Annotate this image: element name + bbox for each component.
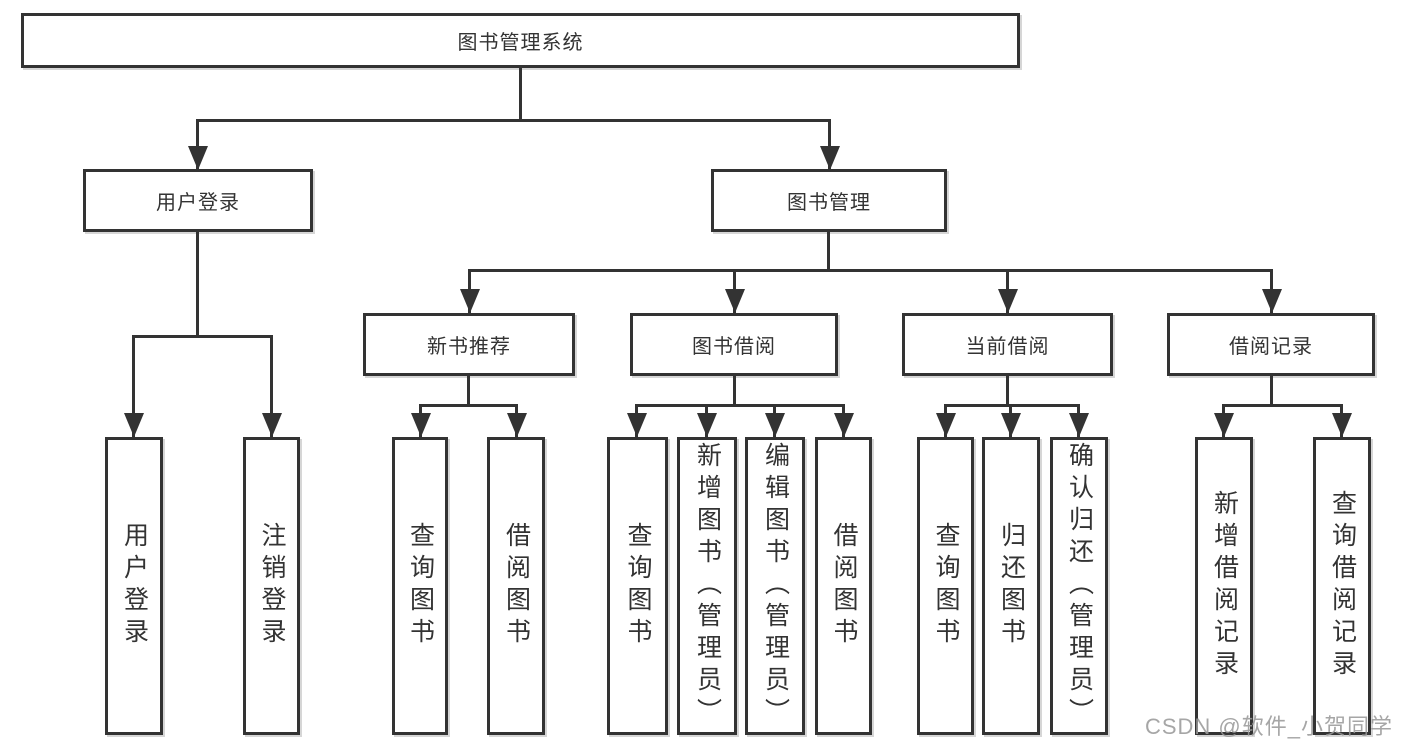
leaf-borrowing-add-book-admin: 新增图书（管理员） xyxy=(677,437,737,735)
connector-recommend-stem xyxy=(467,376,470,405)
connector-root-stem xyxy=(519,68,522,121)
leaf-borrowing-borrow-books: 借阅图书 xyxy=(815,437,872,735)
leaf-current-return-books: 归还图书 xyxy=(982,437,1040,735)
arrow-to-borrowing-records xyxy=(1270,269,1273,313)
connector-level2-bar xyxy=(196,119,830,122)
leaf-current-confirm-return-admin: 确认归还（管理员） xyxy=(1050,437,1108,735)
arrow-to-new-book-recommend xyxy=(468,269,471,313)
connector-login-bar xyxy=(132,335,273,338)
leaf-recommend-query-books: 查询图书 xyxy=(392,437,448,735)
connector-borrowing-bar xyxy=(636,404,845,407)
connector-current-bar xyxy=(945,404,1080,407)
node-book-management: 图书管理 xyxy=(711,169,947,232)
arrow-current-child-3 xyxy=(1077,404,1080,437)
arrow-to-leaf-user-login xyxy=(132,335,135,437)
leaf-current-query-books: 查询图书 xyxy=(917,437,974,735)
arrow-to-leaf-logout xyxy=(270,335,273,437)
connector-borrowing-stem xyxy=(733,376,736,405)
arrow-to-user-login xyxy=(196,119,199,170)
arrow-records-child-1 xyxy=(1222,404,1225,437)
node-user-login: 用户登录 xyxy=(83,169,313,232)
connector-recommend-bar xyxy=(419,404,517,407)
arrow-recommend-child-1 xyxy=(419,404,422,437)
node-current-borrowing: 当前借阅 xyxy=(902,313,1113,376)
arrow-current-child-2 xyxy=(1009,404,1012,437)
leaf-borrowing-edit-book-admin: 编辑图书（管理员） xyxy=(745,437,805,735)
node-new-book-recommend: 新书推荐 xyxy=(363,313,575,376)
leaf-recommend-borrow-books: 借阅图书 xyxy=(487,437,545,735)
csdn-watermark: CSDN @软件_小贺同学 xyxy=(1144,714,1393,739)
arrow-borrowing-child-1 xyxy=(635,404,638,437)
connector-records-bar xyxy=(1223,404,1342,407)
connector-login-stem xyxy=(196,232,199,336)
node-book-borrowing: 图书借阅 xyxy=(630,313,838,376)
leaf-records-add-record: 新增借阅记录 xyxy=(1195,437,1253,735)
arrow-to-book-borrowing xyxy=(733,269,736,313)
arrow-recommend-child-2 xyxy=(515,404,518,437)
arrow-records-child-2 xyxy=(1340,404,1343,437)
arrow-current-child-1 xyxy=(944,404,947,437)
leaf-records-query-record: 查询借阅记录 xyxy=(1313,437,1371,735)
leaf-borrowing-query-books: 查询图书 xyxy=(607,437,668,735)
connector-records-stem xyxy=(1270,376,1273,405)
leaf-user-login: 用户登录 xyxy=(105,437,163,735)
arrow-to-book-management xyxy=(828,119,831,170)
node-borrowing-records: 借阅记录 xyxy=(1167,313,1375,376)
arrow-borrowing-child-3 xyxy=(773,404,776,437)
connector-level3-bar xyxy=(468,269,1272,272)
arrow-borrowing-child-4 xyxy=(842,404,845,437)
connector-current-stem xyxy=(1006,376,1009,405)
arrow-borrowing-child-2 xyxy=(705,404,708,437)
arrow-to-current-borrowing xyxy=(1006,269,1009,313)
leaf-logout-login: 注销登录 xyxy=(243,437,300,735)
connector-mgmt-stem xyxy=(827,232,830,271)
node-library-management-system: 图书管理系统 xyxy=(21,13,1020,68)
